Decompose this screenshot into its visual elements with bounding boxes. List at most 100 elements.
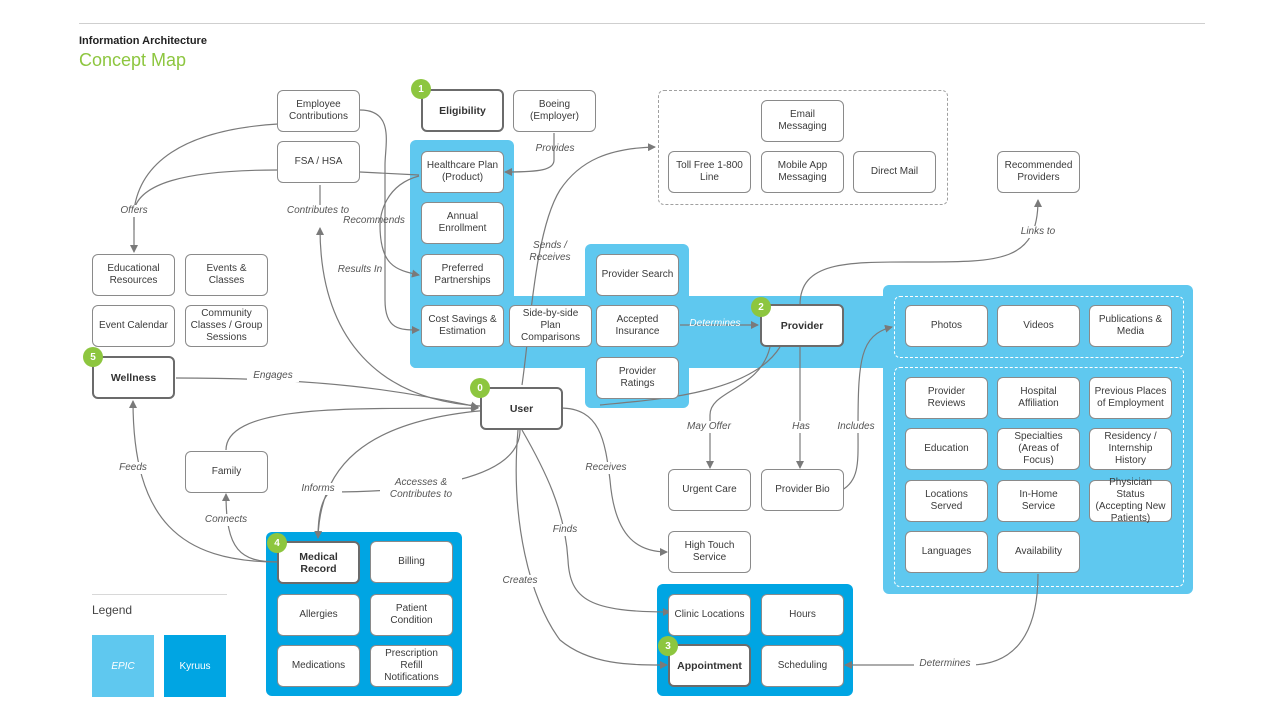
node-wellness[interactable]: Wellness — [92, 356, 175, 399]
badge-user: 0 — [470, 378, 490, 398]
node-healthcare-plan[interactable]: Healthcare Plan (Product) — [421, 151, 504, 193]
node-residency[interactable]: Residency / Internship History — [1089, 428, 1172, 470]
node-toll-free[interactable]: Toll Free 1-800 Line — [668, 151, 751, 193]
legend-divider — [92, 594, 227, 595]
edge-user-informs — [314, 409, 491, 539]
label-results-in: Results In — [337, 264, 383, 275]
node-provider[interactable]: Provider — [760, 304, 844, 347]
zone-profile-group — [894, 367, 1184, 587]
node-employee-contributions[interactable]: Employee Contributions — [277, 90, 360, 132]
legend-epic-label: EPIC — [111, 660, 135, 672]
node-educational-resources[interactable]: Educational Resources — [92, 254, 175, 296]
node-physician-status[interactable]: Physician Status (Accepting New Patients… — [1089, 477, 1172, 524]
label-links-to: Links to — [1014, 226, 1062, 238]
label-connects: Connects — [200, 514, 252, 526]
label-offers: Offers — [112, 205, 156, 217]
edge-fsa-offers — [133, 169, 279, 211]
badge-medical-record: 4 — [267, 533, 287, 553]
label-may-offer: May Offer — [682, 421, 736, 433]
edge-wellness-user — [175, 377, 479, 410]
node-billing[interactable]: Billing — [370, 541, 453, 583]
node-locations-served[interactable]: Locations Served — [905, 480, 988, 522]
node-previous-places[interactable]: Previous Places of Employment — [1089, 377, 1172, 419]
node-recommended-providers[interactable]: Recommended Providers — [997, 151, 1080, 193]
edge-fsa-plan — [359, 171, 420, 176]
label-creates: Creates — [498, 575, 542, 587]
label-feeds: Feeds — [114, 462, 152, 474]
node-languages[interactable]: Languages — [905, 531, 988, 573]
node-fsa-hsa[interactable]: FSA / HSA — [277, 141, 360, 183]
edge-plan-recommends — [379, 175, 420, 278]
edge-medical-family — [222, 493, 279, 563]
edge-medical-wellness — [129, 400, 279, 563]
node-community-classes[interactable]: Community Classes / Group Sessions — [185, 305, 268, 347]
node-direct-mail[interactable]: Direct Mail — [853, 151, 936, 193]
badge-eligibility: 1 — [411, 79, 431, 99]
label-sends-receives: Sends / Receives — [529, 240, 571, 263]
label-informs: Informs — [294, 483, 342, 495]
node-clinic-locations[interactable]: Clinic Locations — [668, 594, 751, 636]
node-publications[interactable]: Publications & Media — [1089, 305, 1172, 347]
node-medications[interactable]: Medications — [277, 645, 360, 687]
node-hours[interactable]: Hours — [761, 594, 844, 636]
legend-epic: EPIC — [92, 635, 154, 697]
node-photos[interactable]: Photos — [905, 305, 988, 347]
legend-kyruus: Kyruus — [164, 635, 226, 697]
node-hospital-affiliation[interactable]: Hospital Affiliation — [997, 377, 1080, 419]
node-family[interactable]: Family — [185, 451, 268, 493]
node-availability[interactable]: Availability — [997, 531, 1080, 573]
edge-user-receives — [559, 407, 668, 556]
node-provider-search[interactable]: Provider Search — [596, 254, 679, 296]
zone-communication — [658, 90, 948, 205]
node-videos[interactable]: Videos — [997, 305, 1080, 347]
badge-appointment: 3 — [658, 636, 678, 656]
node-high-touch[interactable]: High Touch Service — [668, 531, 751, 573]
node-provider-reviews[interactable]: Provider Reviews — [905, 377, 988, 419]
edge-user-finds — [521, 429, 671, 616]
label-recommends: Recommends — [343, 215, 405, 226]
edge-user-contributes — [316, 227, 481, 407]
badge-wellness: 5 — [83, 347, 103, 367]
edge-employee-offers — [133, 123, 279, 211]
edge-provider-links — [799, 199, 1042, 306]
label-contributes-to: Contributes to — [280, 205, 356, 217]
label-engages: Engages — [247, 370, 299, 382]
node-accepted-insurance[interactable]: Accepted Insurance — [596, 305, 679, 347]
node-boeing[interactable]: Boeing (Employer) — [513, 90, 596, 132]
node-eligibility[interactable]: Eligibility — [421, 89, 504, 132]
label-has: Has — [788, 421, 814, 433]
node-provider-bio[interactable]: Provider Bio — [761, 469, 844, 511]
node-education[interactable]: Education — [905, 428, 988, 470]
label-provides: Provides — [535, 143, 575, 154]
node-allergies[interactable]: Allergies — [277, 594, 360, 636]
legend-kyruus-label: Kyruus — [179, 660, 211, 672]
node-in-home[interactable]: In-Home Service — [997, 480, 1080, 522]
node-side-by-side[interactable]: Side-by-side Plan Comparisons — [509, 305, 592, 347]
edge-provider-urgent — [706, 346, 771, 469]
node-patient-condition[interactable]: Patient Condition — [370, 594, 453, 636]
node-mobile-app[interactable]: Mobile App Messaging — [761, 151, 844, 193]
node-cost-savings[interactable]: Cost Savings & Estimation — [421, 305, 504, 347]
node-annual-enrollment[interactable]: Annual Enrollment — [421, 202, 504, 244]
node-events-classes[interactable]: Events & Classes — [185, 254, 268, 296]
node-appointment[interactable]: Appointment — [668, 644, 751, 687]
edge-family-user — [225, 404, 479, 451]
label-finds: Finds — [548, 524, 582, 536]
header-divider — [79, 23, 1205, 24]
node-email-messaging[interactable]: Email Messaging — [761, 100, 844, 142]
legend-title: Legend — [92, 603, 133, 617]
node-prescription[interactable]: Prescription Refill Notifications — [370, 645, 453, 687]
edge-availability-scheduling — [844, 573, 1039, 669]
node-urgent-care[interactable]: Urgent Care — [668, 469, 751, 511]
edge-boeing-plan — [504, 133, 555, 176]
node-user[interactable]: User — [480, 387, 563, 430]
node-provider-ratings[interactable]: Provider Ratings — [596, 357, 679, 399]
node-event-calendar[interactable]: Event Calendar — [92, 305, 175, 347]
label-determines-scheduling: Determines — [914, 658, 976, 670]
node-medical-record[interactable]: Medical Record — [277, 541, 360, 584]
node-specialties[interactable]: Specialties (Areas of Focus) — [997, 428, 1080, 470]
node-scheduling[interactable]: Scheduling — [761, 645, 844, 687]
zone-media-group — [894, 296, 1184, 358]
node-preferred-partnerships[interactable]: Preferred Partnerships — [421, 254, 504, 296]
